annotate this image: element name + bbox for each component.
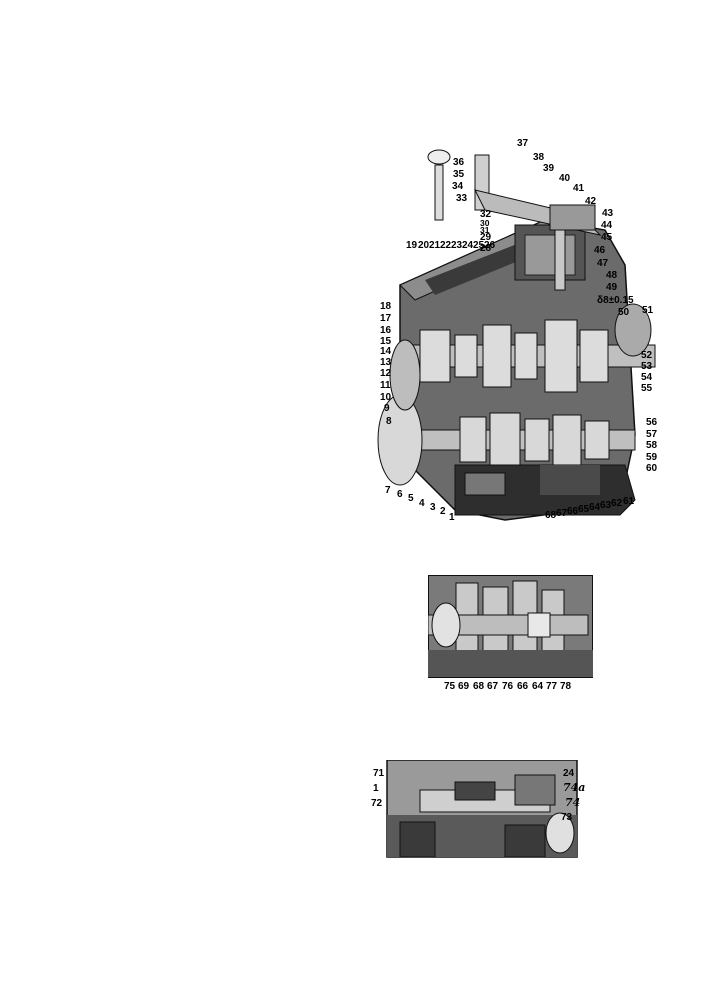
- callout-label: 64: [589, 502, 601, 513]
- callout-label: 4: [419, 498, 425, 509]
- callout-label: 59: [646, 452, 658, 463]
- callout-label: 20: [418, 240, 430, 251]
- callout-label: 62: [611, 498, 623, 509]
- shaft-detail-illustration: [428, 575, 593, 678]
- callout-label: 39: [543, 163, 555, 174]
- callout-label: 56: [646, 417, 658, 428]
- callout-label: 65: [578, 504, 590, 515]
- shift-detail-illustration: [386, 760, 578, 858]
- callout-label: 75: [444, 681, 456, 692]
- callout-label: 43: [602, 208, 614, 219]
- callout-label: 26: [484, 240, 496, 251]
- callout-label: 35: [453, 169, 465, 180]
- callout-label: 55: [641, 383, 653, 394]
- callout-label: 52: [641, 350, 653, 361]
- callout-label: 69: [458, 681, 470, 692]
- callout-label: 45: [601, 232, 613, 243]
- callout-label: 44: [601, 220, 613, 231]
- gearbox-cutaway-figure: 37 38 36 35 39 40 41 34 33 42 32 43 30 3…: [365, 135, 665, 530]
- callout-label: 36: [453, 157, 465, 168]
- callout-label: 15: [380, 336, 392, 347]
- callout-label: 23: [451, 240, 463, 251]
- callout-label: 17: [380, 313, 392, 324]
- gearbox-cutaway-illustration: [377, 149, 656, 521]
- callout-label: 9: [384, 403, 390, 414]
- callout-label: 5: [408, 493, 414, 504]
- callout-label: 77: [546, 681, 558, 692]
- callout-label: 50: [618, 307, 630, 318]
- callout-label: 67: [487, 681, 499, 692]
- callout-label: 24: [563, 768, 575, 779]
- callout-label: 6: [397, 489, 403, 500]
- callout-label: 18: [380, 301, 392, 312]
- callout-label: 60: [646, 463, 658, 474]
- callout-label: 48: [606, 270, 618, 281]
- callout-label: 61: [623, 496, 635, 507]
- callout-label: 67: [556, 508, 568, 519]
- shaft-detail-figure: 75 69 68 67 76 66 64 77 78: [428, 575, 593, 695]
- callout-label: 46: [594, 245, 606, 256]
- callout-label: 33: [456, 193, 468, 204]
- callout-label: 24: [462, 240, 474, 251]
- callout-label: 3: [430, 502, 436, 513]
- callout-label: 11: [380, 380, 391, 391]
- callout-label: 76: [502, 681, 514, 692]
- callout-label: 49: [606, 282, 618, 293]
- callout-label: 30: [480, 218, 490, 228]
- callout-label: 13: [380, 357, 392, 368]
- callout-label: 68: [473, 681, 485, 692]
- callout-label: 42: [585, 196, 597, 207]
- callout-label: 34: [452, 181, 464, 192]
- callout-label: 47: [597, 258, 609, 269]
- callout-label: 25: [473, 240, 485, 251]
- callout-label: 63: [600, 500, 612, 511]
- callout-label: 58: [646, 440, 658, 451]
- callout-label: 64: [532, 681, 544, 692]
- callout-label: 66: [567, 506, 579, 517]
- callout-label: 2: [440, 506, 446, 517]
- callout-label: 51: [642, 305, 654, 316]
- callout-label: 7: [385, 485, 391, 496]
- callout-label: 16: [380, 325, 392, 336]
- callout-label: 40: [559, 173, 571, 184]
- callout-label: 38: [533, 152, 545, 163]
- shift-detail-figure: 71 1 72 24 74a 74 73: [365, 760, 585, 860]
- callout-label: 14: [380, 346, 392, 357]
- callout-label: 68: [545, 510, 557, 521]
- callout-label: 71: [373, 768, 385, 779]
- callout-label: 21: [429, 240, 441, 251]
- callout-label: 1: [373, 783, 379, 794]
- callout-label: 12: [380, 368, 392, 379]
- callout-label: 1: [449, 512, 455, 523]
- callout-label: 66: [517, 681, 529, 692]
- callout-label: 32: [480, 209, 492, 220]
- callout-label: 10: [380, 392, 392, 403]
- callout-label: 19: [406, 240, 418, 251]
- callout-label: 74a: [563, 781, 585, 794]
- callout-label: 74: [565, 796, 581, 809]
- callout-label: 53: [641, 361, 653, 372]
- callout-label: 37: [517, 138, 529, 149]
- callout-label: 22: [440, 240, 452, 251]
- callout-label: 57: [646, 429, 658, 440]
- callout-label: 54: [641, 372, 653, 383]
- callout-label: 72: [371, 798, 383, 809]
- callout-label: 41: [573, 183, 585, 194]
- callout-label: 28: [480, 243, 492, 254]
- callout-label: 29: [480, 232, 492, 243]
- callout-label: 73: [561, 812, 573, 823]
- clearance-note: δ8±0.15: [597, 295, 634, 306]
- callout-label: 8: [386, 416, 392, 427]
- callout-label: 78: [560, 681, 572, 692]
- callout-label: 31: [480, 225, 490, 235]
